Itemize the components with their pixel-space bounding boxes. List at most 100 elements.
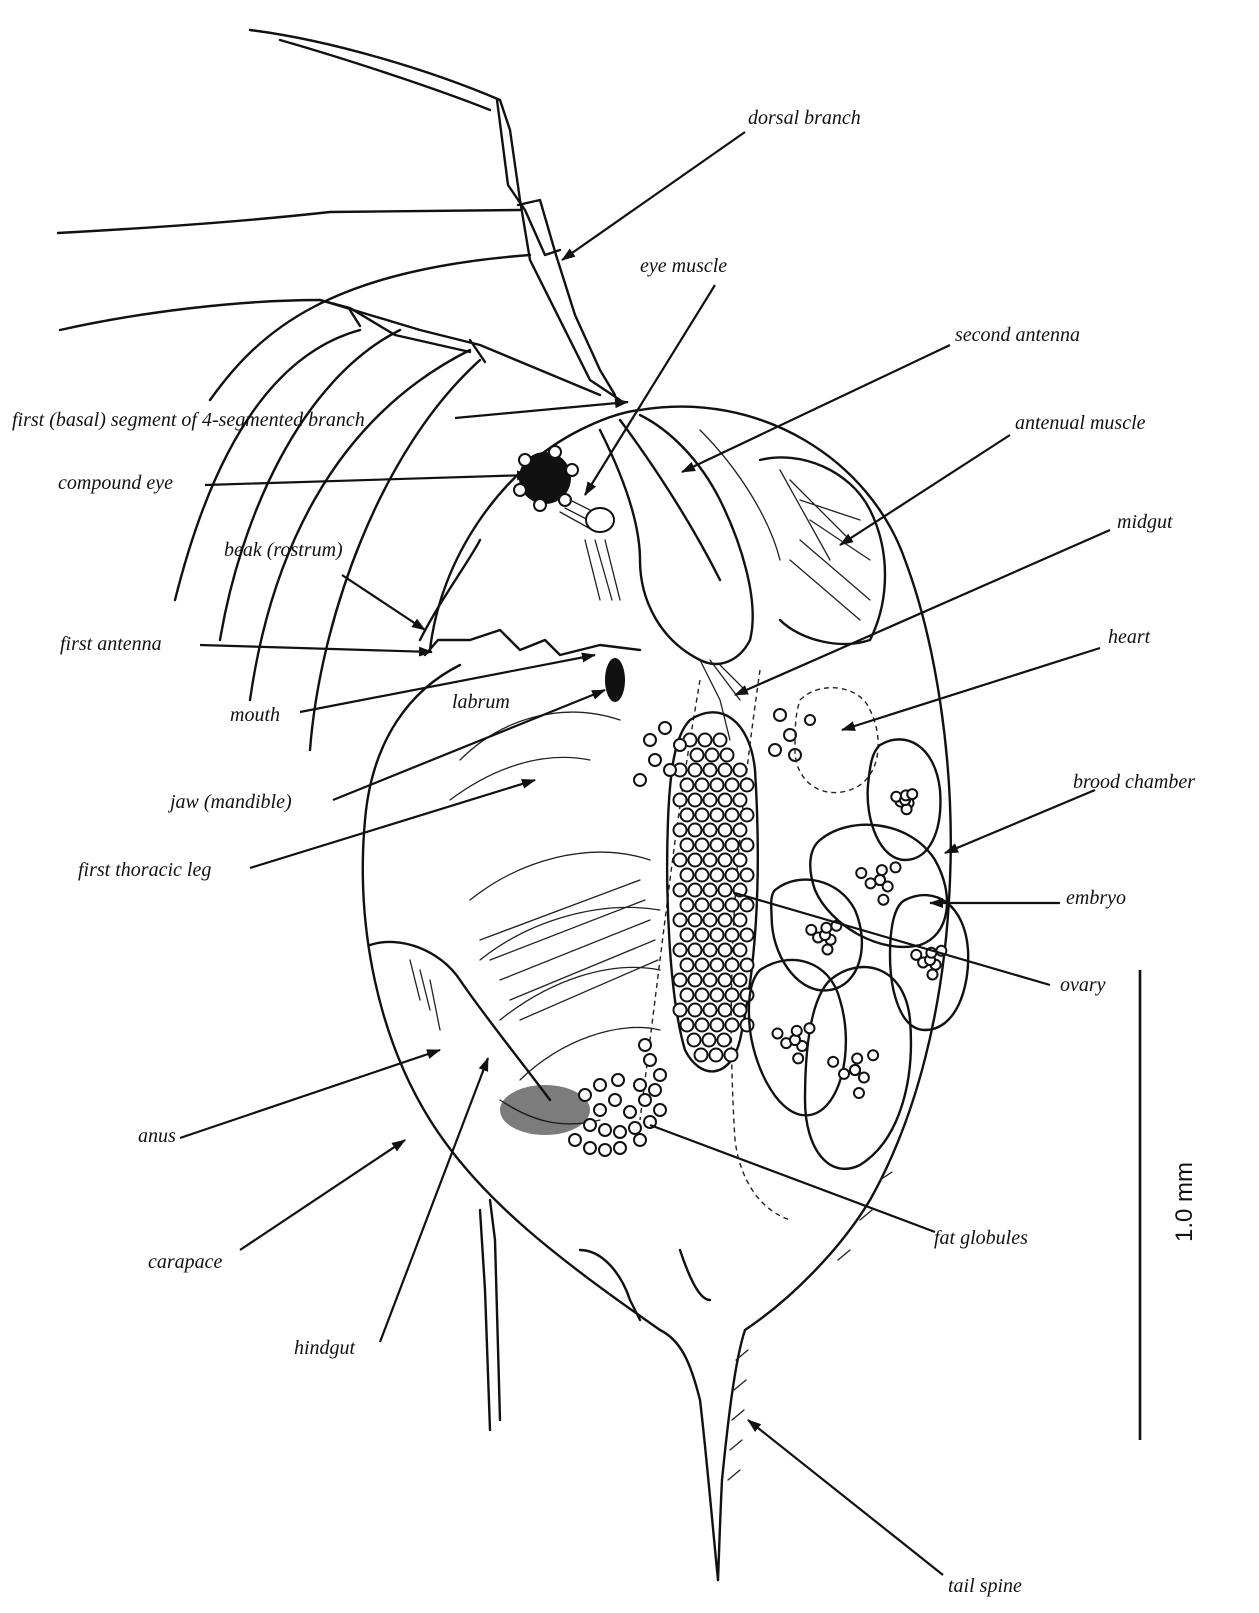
embryo-cell (927, 969, 937, 979)
ovary-egg (711, 959, 724, 972)
ovary-egg (711, 929, 724, 942)
fat-globule (634, 1134, 646, 1146)
ovary-egg (696, 839, 709, 852)
ovary-egg (691, 749, 704, 762)
label-mouth: mouth (230, 705, 280, 725)
ovary-egg (681, 989, 694, 1002)
ovary-egg (689, 974, 702, 987)
ovary-egg (689, 854, 702, 867)
fat-globule (624, 1106, 636, 1118)
label-antenual-muscle: antenual muscle (1015, 413, 1146, 433)
label-hindgut: hindgut (294, 1338, 355, 1358)
fat-globule (639, 1039, 651, 1051)
fat-globule (599, 1144, 611, 1156)
embryo-cell (868, 1050, 878, 1060)
ovary-egg (726, 839, 739, 852)
ovary-egg (704, 884, 717, 897)
ovary-egg (696, 929, 709, 942)
ovary-egg (711, 899, 724, 912)
ovary-egg (704, 914, 717, 927)
label-second-antenna: second antenna (955, 325, 1080, 345)
embryo-cell (856, 868, 866, 878)
label-first-basal-segment: first (basal) segment of 4-segmented bra… (12, 410, 365, 430)
fat-globule (644, 1054, 656, 1066)
embryo-cell (828, 1057, 838, 1067)
fat-globule (594, 1079, 606, 1091)
ovary-egg (726, 779, 739, 792)
ovary-egg (710, 1049, 723, 1062)
body-outline (363, 407, 951, 1580)
embryo-cell (878, 895, 888, 905)
ovary-egg (726, 809, 739, 822)
fat-globule (769, 744, 781, 756)
ovary-egg (741, 899, 754, 912)
ovary-egg (695, 1049, 708, 1062)
embryo-cell (822, 944, 832, 954)
label-compound-eye: compound eye (58, 473, 173, 493)
ovary-egg (689, 824, 702, 837)
ovary-egg (741, 839, 754, 852)
ovary-egg (674, 854, 687, 867)
embryo-cell (839, 1069, 849, 1079)
embryo-cell (891, 862, 901, 872)
ovary-egg (704, 1004, 717, 1017)
ovary-egg (696, 809, 709, 822)
fat-globule (639, 1094, 651, 1106)
ovary-egg (681, 809, 694, 822)
fat-globule (654, 1104, 666, 1116)
embryo-cell (773, 1028, 783, 1038)
ovary-egg (681, 929, 694, 942)
ovary-egg (711, 779, 724, 792)
ovary-egg (734, 794, 747, 807)
ovary-egg (726, 899, 739, 912)
fat-globule (579, 1089, 591, 1101)
label-tail-spine: tail spine (948, 1576, 1022, 1596)
fat-globule (634, 774, 646, 786)
fat-globule (609, 1094, 621, 1106)
ovary-egg (719, 824, 732, 837)
embryo-cell (821, 923, 831, 933)
ovary-egg (696, 989, 709, 1002)
ovary (667, 712, 758, 1071)
ovary-egg (741, 929, 754, 942)
ovary-egg (734, 974, 747, 987)
ovary-egg (704, 974, 717, 987)
ovary-egg (734, 764, 747, 777)
label-anus: anus (138, 1126, 176, 1146)
ovary-egg (734, 914, 747, 927)
ovary-egg (689, 764, 702, 777)
ovary-egg (681, 869, 694, 882)
ovary-egg (681, 1019, 694, 1032)
heart-organ (795, 688, 878, 793)
embryo-cell (806, 925, 816, 935)
ovary-egg (726, 869, 739, 882)
ovary-egg (681, 899, 694, 912)
ovary-egg (726, 989, 739, 1002)
label-carapace: carapace (148, 1252, 222, 1272)
ovary-egg (681, 839, 694, 852)
ovary-egg (725, 1049, 738, 1062)
ovary-egg (741, 809, 754, 822)
fat-globule (584, 1142, 596, 1154)
ovary-egg (719, 944, 732, 957)
ovary-egg (734, 1004, 747, 1017)
ovary-egg (674, 974, 687, 987)
ovary-egg (719, 794, 732, 807)
scale-bar-label: 1.0 mm (1171, 1162, 1199, 1242)
fat-globule (774, 709, 786, 721)
fat-globule (614, 1126, 626, 1138)
ovary-egg (721, 749, 734, 762)
fat-globule (674, 739, 686, 751)
ovary-egg (711, 869, 724, 882)
label-first-antenna: first antenna (60, 634, 162, 654)
fat-globule (659, 722, 671, 734)
label-embryo: embryo (1066, 888, 1126, 908)
ovary-egg (726, 1019, 739, 1032)
embryo-cell (804, 1023, 814, 1033)
ovary-egg (699, 734, 712, 747)
embryo-cell (854, 1088, 864, 1098)
embryo-cell (911, 950, 921, 960)
fat-globule (649, 754, 661, 766)
label-jaw: jaw (mandible) (170, 792, 292, 812)
